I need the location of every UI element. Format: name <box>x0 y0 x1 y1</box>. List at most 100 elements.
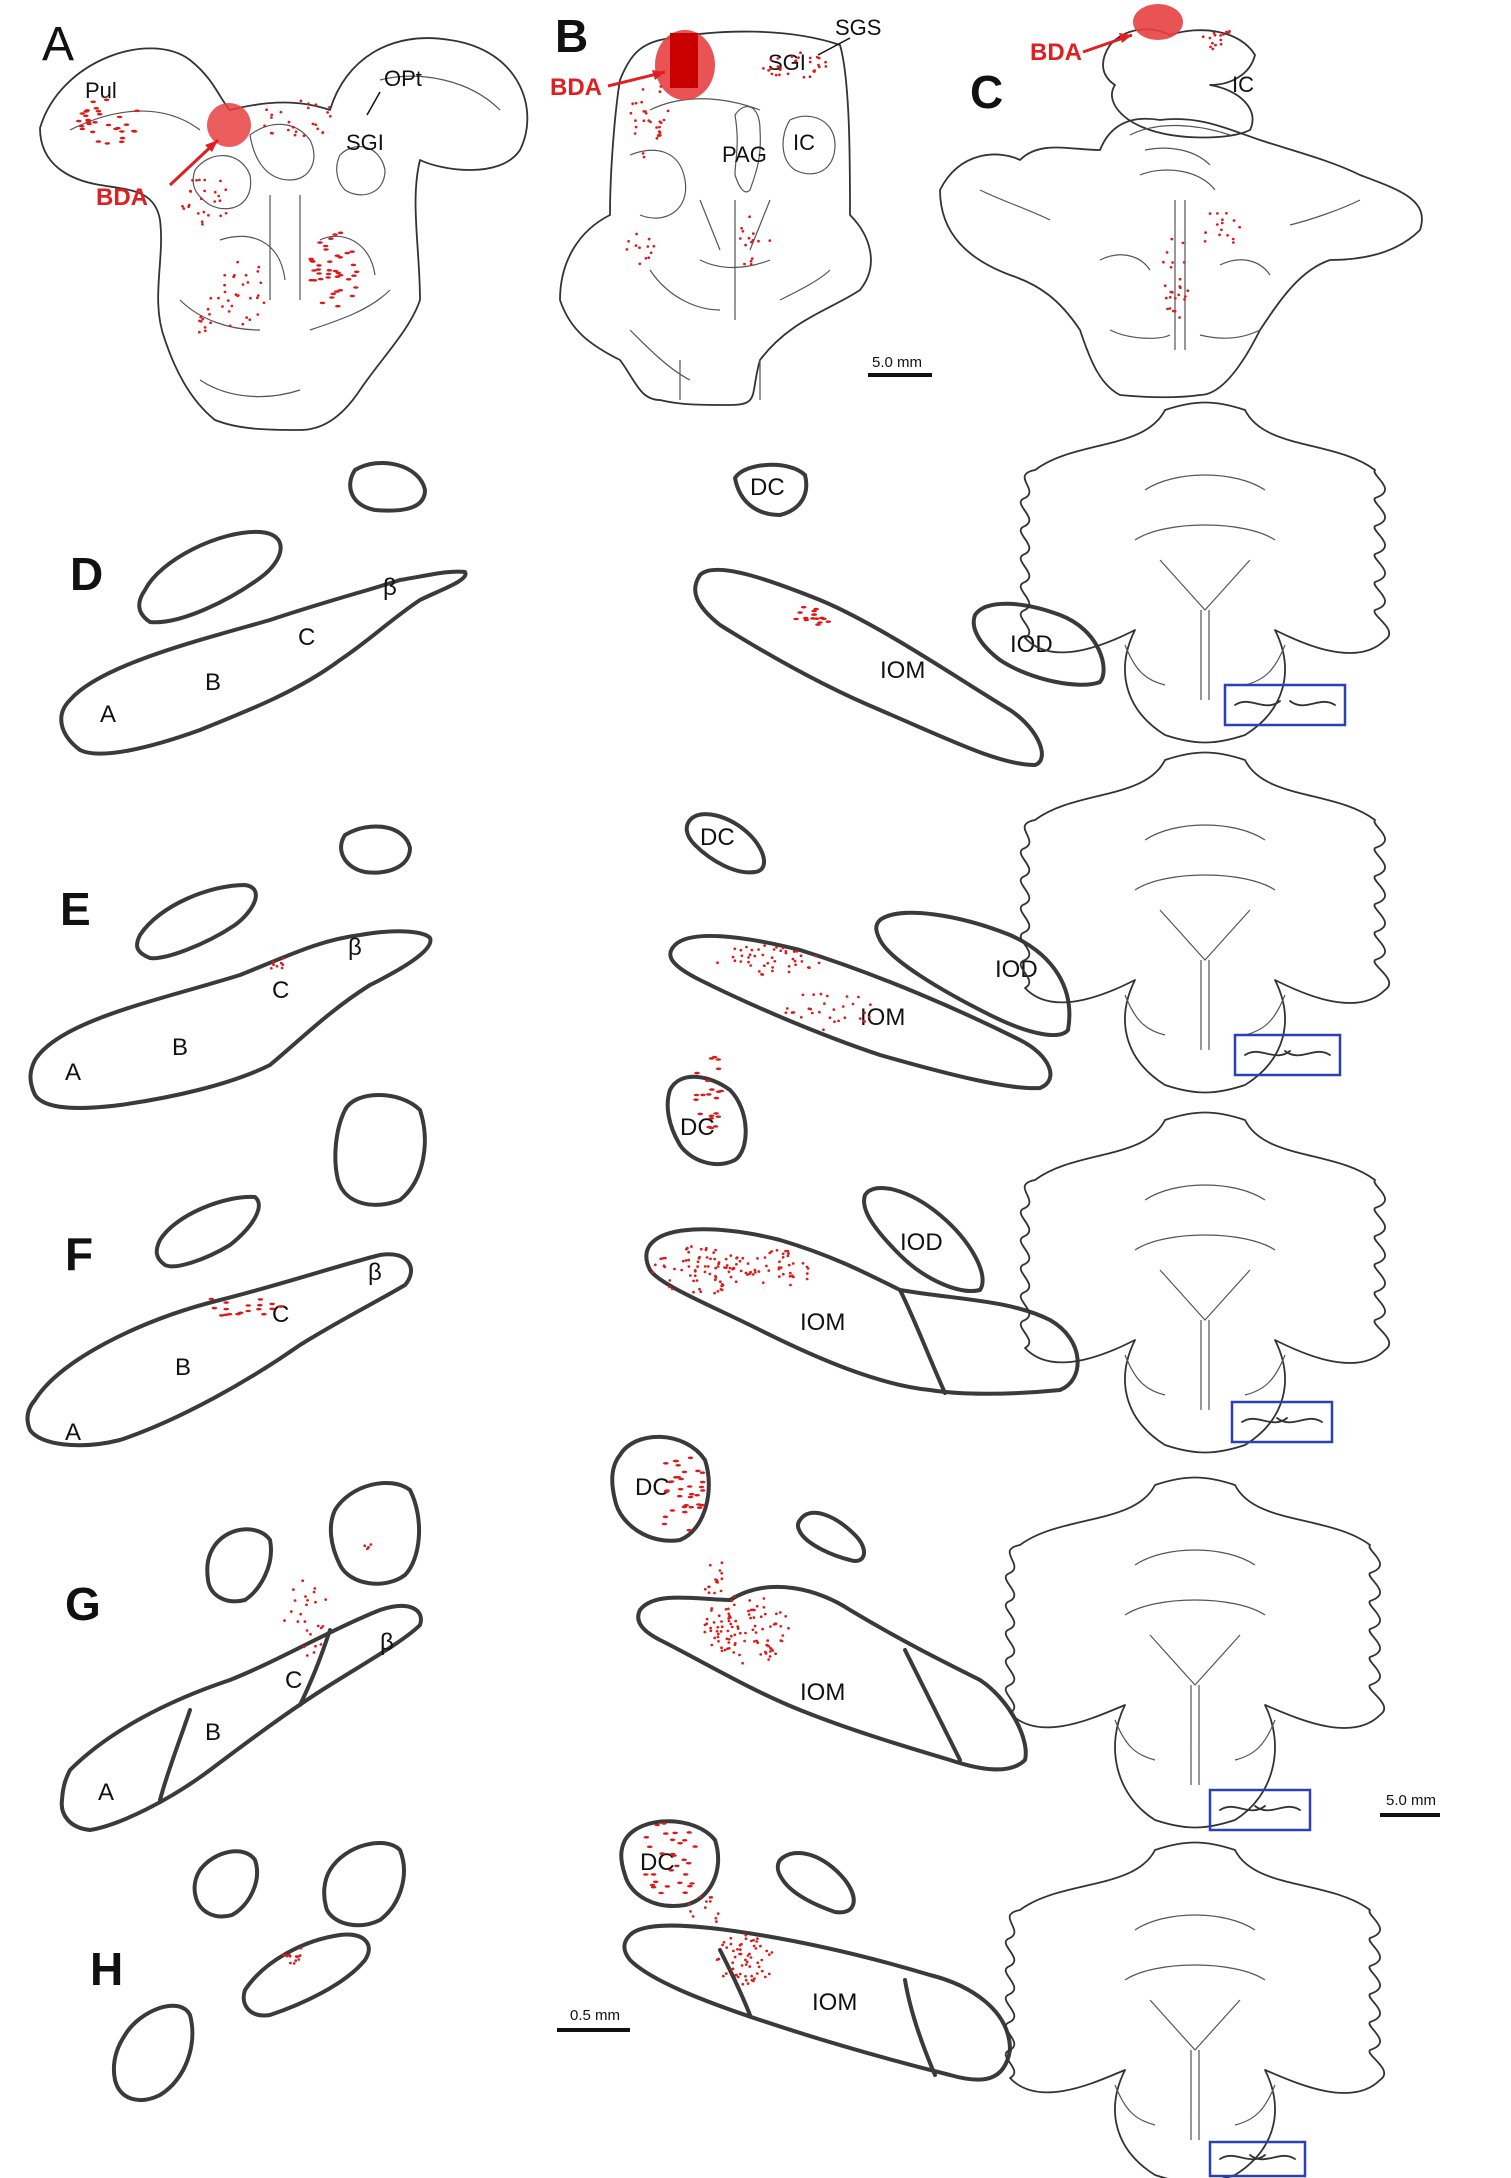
labeled-terminal-dot <box>256 313 260 316</box>
labeled-terminal-dot <box>708 1272 712 1276</box>
labeled-terminal-dot <box>786 1249 790 1253</box>
labeled-terminal-dot <box>757 948 760 951</box>
reference-section-inner <box>1114 1914 1276 2140</box>
panel-b-letter: B <box>555 10 588 62</box>
panel-a-injection-site <box>207 103 251 147</box>
labeled-terminal-dot <box>718 1569 722 1572</box>
labeled-terminal-dot <box>723 1648 727 1652</box>
labeled-terminal-dot <box>95 109 102 113</box>
labeled-terminal-dot <box>669 1509 676 1512</box>
labeled-terminal-dot <box>725 1637 729 1641</box>
labeled-terminal-dot <box>345 278 352 281</box>
labeled-terminal-dot <box>655 137 659 140</box>
labeled-terminal-dot <box>1215 223 1219 226</box>
labeled-terminal-dot <box>287 128 290 132</box>
labeled-terminal-dot <box>350 263 357 267</box>
labeled-terminal-dot <box>649 120 652 124</box>
panel-d-label-iom: IOM <box>880 657 925 684</box>
panel-a-inner-structures <box>69 75 501 398</box>
labeled-terminal-dot <box>817 621 823 624</box>
labeled-terminal-dot <box>719 1630 723 1633</box>
panel-e-ellipse-left <box>135 883 258 961</box>
scale-bar-right-label: 5.0 mm <box>1386 1792 1436 1809</box>
labeled-terminal-dot <box>762 1597 766 1600</box>
labeled-terminal-dot <box>199 315 203 319</box>
roi-box <box>1230 1400 1334 1444</box>
labeled-terminal-dot <box>768 239 772 242</box>
labeled-terminal-dot <box>769 67 773 71</box>
labeled-terminal-dot <box>1212 31 1216 35</box>
labeled-terminal-dot <box>817 65 821 69</box>
labeled-terminal-dot <box>226 299 230 302</box>
labeled-terminal-dot <box>201 317 205 321</box>
panel-d-iom-nucleus <box>693 567 1044 767</box>
labeled-terminal-dot <box>309 1633 312 1636</box>
labeled-terminal-dot <box>686 1485 693 1488</box>
labeled-terminal-dot <box>259 281 263 285</box>
labeled-terminal-dot <box>1166 307 1169 311</box>
labeled-terminal-dot <box>833 1020 836 1023</box>
labeled-terminal-dot <box>712 1251 716 1254</box>
labeled-terminal-dot <box>733 1633 737 1637</box>
labeled-terminal-dot <box>747 1609 750 1613</box>
labeled-terminal-dot <box>1222 33 1225 36</box>
labeled-terminal-dot <box>708 1057 715 1060</box>
labeled-terminal-dot <box>708 1900 712 1903</box>
labeled-terminal-dot <box>747 960 750 964</box>
labeled-terminal-dot <box>716 1626 720 1629</box>
labeled-terminal-dot <box>324 1598 328 1601</box>
labeled-terminal-dot <box>682 1510 688 1514</box>
labeled-terminal-dot <box>681 1505 688 1509</box>
labeled-terminal-dot <box>705 1622 709 1625</box>
labeled-terminal-dot <box>727 1641 731 1644</box>
labeled-terminal-dot <box>113 127 119 131</box>
labeled-terminal-dot <box>658 120 662 123</box>
labeled-terminal-dot <box>720 1646 723 1649</box>
labeled-terminal-dot <box>649 251 653 255</box>
labeled-terminal-dot <box>700 1093 706 1097</box>
panel-e-letter: E <box>60 883 91 935</box>
reference-section-inner <box>1124 474 1286 700</box>
labeled-terminal-dot <box>766 961 770 965</box>
panel-g-dc-nucleus <box>610 1434 711 1543</box>
labeled-terminal-dot <box>306 106 310 110</box>
panel-d-principal-olive <box>59 569 468 756</box>
panel-a-bda-arrowhead <box>205 140 218 152</box>
labeled-terminal-dot <box>714 1916 718 1920</box>
panel-h-ellipse-left <box>192 1849 259 1919</box>
labeled-terminal-dot <box>208 1297 215 1301</box>
labeled-terminal-dot <box>669 1838 676 1842</box>
labeled-terminal-dot <box>753 954 757 958</box>
labeled-terminal-dot <box>746 1954 750 1957</box>
labeled-terminal-dot <box>302 134 306 137</box>
labeled-terminal-dot <box>811 613 817 616</box>
labeled-terminal-dot <box>76 119 82 123</box>
roi-box <box>1208 1788 1312 1832</box>
labeled-terminal-dot <box>1168 307 1172 310</box>
labeled-terminal-dot <box>328 106 331 109</box>
labeled-terminal-dot <box>709 1629 713 1633</box>
labeled-terminal-dot <box>769 58 773 62</box>
labeled-terminal-dot <box>291 125 295 129</box>
labeled-terminal-dot <box>78 124 85 128</box>
labeled-terminal-dot <box>685 1247 688 1251</box>
labeled-terminal-dot <box>808 56 812 60</box>
labeled-terminal-dot <box>668 1480 675 1483</box>
labeled-terminal-dot <box>823 1002 826 1005</box>
panel-c-ic-label: IC <box>1232 72 1254 97</box>
labeled-terminal-dot <box>1178 285 1182 288</box>
labeled-terminal-dot <box>1208 212 1212 215</box>
labeled-terminal-dot <box>779 1266 783 1269</box>
labeled-terminal-dot <box>680 1268 684 1272</box>
labeled-terminal-dot <box>658 134 662 137</box>
panel-f-letter: F <box>65 1228 93 1280</box>
labeled-terminal-dot <box>729 1616 732 1619</box>
labeled-terminal-dot <box>246 281 250 284</box>
labeled-terminal-dot <box>748 953 752 956</box>
panel-g-olive-partition-c <box>298 1628 332 1707</box>
labeled-terminal-dot <box>1186 289 1190 293</box>
labeled-terminal-dot <box>729 1275 733 1279</box>
labeled-terminal-dot <box>296 1620 300 1623</box>
labeled-terminal-dot <box>1183 295 1187 298</box>
labeled-terminal-dot <box>726 1629 730 1633</box>
